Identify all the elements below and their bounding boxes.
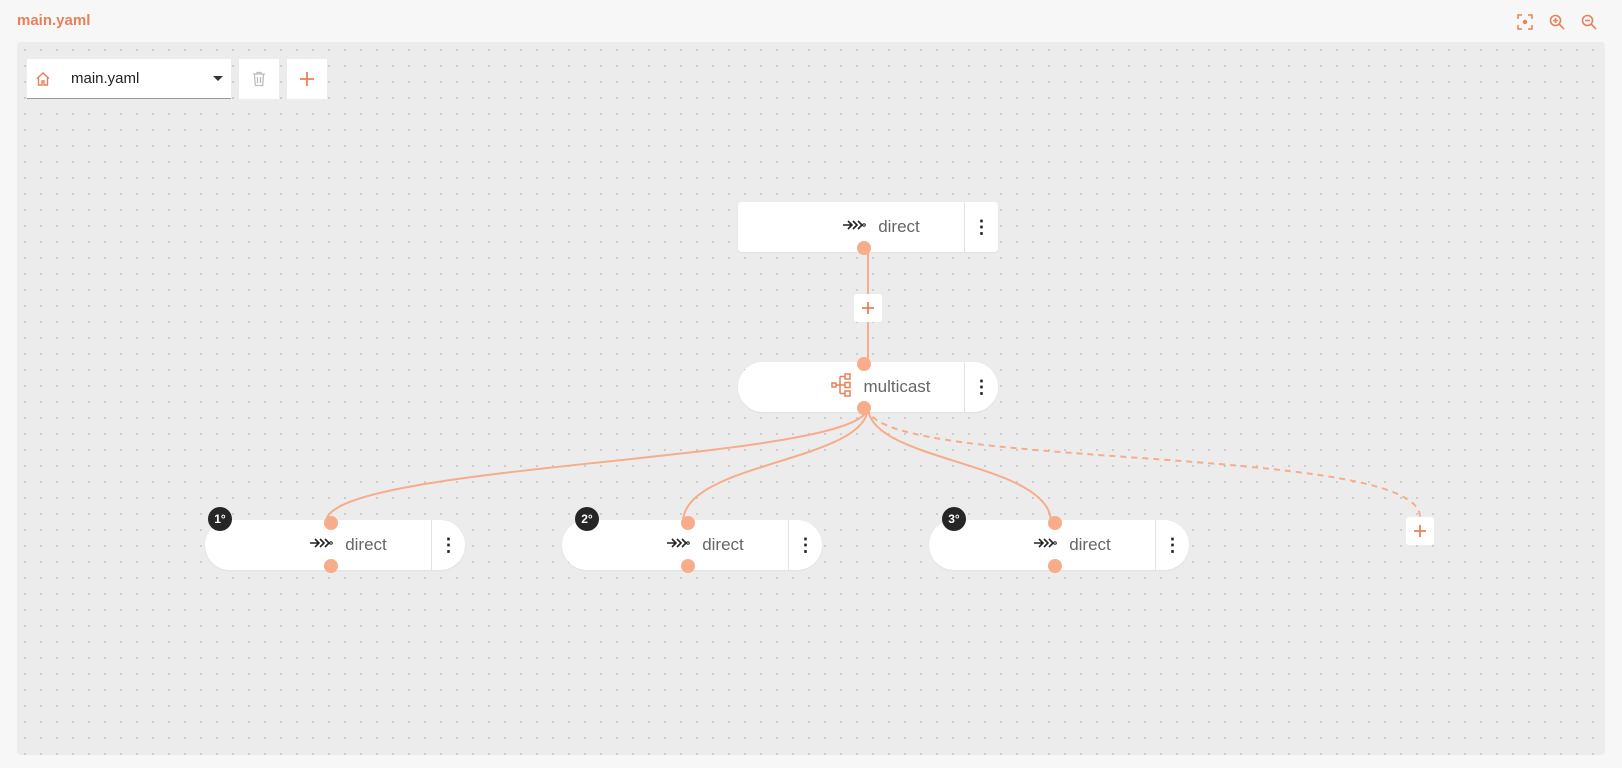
node-body[interactable]: direct	[562, 520, 788, 570]
order-badge: 2°	[575, 507, 599, 531]
add-button[interactable]	[287, 59, 327, 99]
zoom-in-icon[interactable]	[1546, 11, 1568, 33]
input-port[interactable]	[681, 516, 695, 530]
file-select[interactable]: main.yaml	[27, 59, 231, 99]
page-title: main.yaml	[17, 12, 91, 29]
node-label: direct	[345, 535, 387, 554]
add-icon	[862, 302, 874, 314]
input-port[interactable]	[1048, 516, 1062, 530]
edge-multicast-to-add	[867, 406, 1421, 518]
node-menu-button[interactable]: ⋮	[964, 362, 998, 412]
home-icon[interactable]	[27, 71, 59, 87]
node-menu-button[interactable]: ⋮	[1155, 520, 1189, 570]
output-port[interactable]	[857, 241, 871, 255]
output-port[interactable]	[324, 559, 338, 573]
node-label: direct	[878, 217, 920, 236]
node-direct-child-1[interactable]: direct ⋮	[205, 516, 465, 573]
edge-multicast-to-child-3	[867, 406, 1052, 523]
node-label: multicast	[863, 377, 931, 396]
direct-icon	[666, 536, 691, 554]
order-badge: 1°	[208, 507, 232, 531]
zoom-out-icon[interactable]	[1578, 11, 1600, 33]
direct-icon	[309, 536, 334, 554]
delete-icon	[253, 71, 265, 87]
output-port[interactable]	[1048, 559, 1062, 573]
node-body[interactable]: multicast	[738, 362, 964, 412]
more-vert-icon: ⋮	[796, 535, 815, 555]
node-menu-button[interactable]: ⋮	[431, 520, 465, 570]
node-multicast[interactable]: multicast ⋮	[738, 357, 998, 415]
output-port[interactable]	[857, 401, 871, 415]
node-label: direct	[1069, 535, 1111, 554]
more-vert-icon: ⋮	[972, 217, 991, 237]
more-vert-icon: ⋮	[972, 377, 991, 397]
more-vert-icon: ⋮	[439, 535, 458, 555]
insert-step-button[interactable]	[854, 294, 882, 322]
node-body[interactable]: direct	[205, 520, 431, 570]
node-direct-child-3[interactable]: direct ⋮	[929, 516, 1189, 573]
node-direct-top[interactable]: direct ⋮	[738, 202, 998, 255]
fit-view-icon[interactable]	[1514, 11, 1536, 33]
output-port[interactable]	[681, 559, 695, 573]
more-vert-icon: ⋮	[1163, 535, 1182, 555]
edge-multicast-to-child-1	[325, 406, 869, 523]
chevron-down-icon	[213, 76, 223, 81]
direct-icon	[1033, 536, 1058, 554]
node-body[interactable]: direct	[738, 202, 964, 252]
flow-canvas[interactable]: main.yaml	[17, 42, 1605, 755]
order-badge: 3°	[942, 507, 966, 531]
canvas-toolbar: main.yaml	[27, 59, 327, 99]
add-icon	[300, 72, 314, 86]
delete-button[interactable]	[239, 59, 279, 99]
file-select-value: main.yaml	[71, 70, 140, 87]
view-controls	[1514, 11, 1600, 33]
node-body[interactable]: direct	[929, 520, 1155, 570]
add-branch-button[interactable]	[1406, 517, 1434, 545]
input-port[interactable]	[857, 357, 871, 371]
node-direct-child-2[interactable]: direct ⋮	[562, 516, 822, 573]
multicast-icon	[831, 372, 852, 402]
node-label: direct	[702, 535, 744, 554]
node-menu-button[interactable]: ⋮	[788, 520, 822, 570]
direct-icon	[842, 218, 867, 236]
input-port[interactable]	[324, 516, 338, 530]
edge-multicast-to-child-2	[682, 406, 869, 523]
add-icon	[1414, 525, 1426, 537]
node-menu-button[interactable]: ⋮	[964, 202, 998, 252]
